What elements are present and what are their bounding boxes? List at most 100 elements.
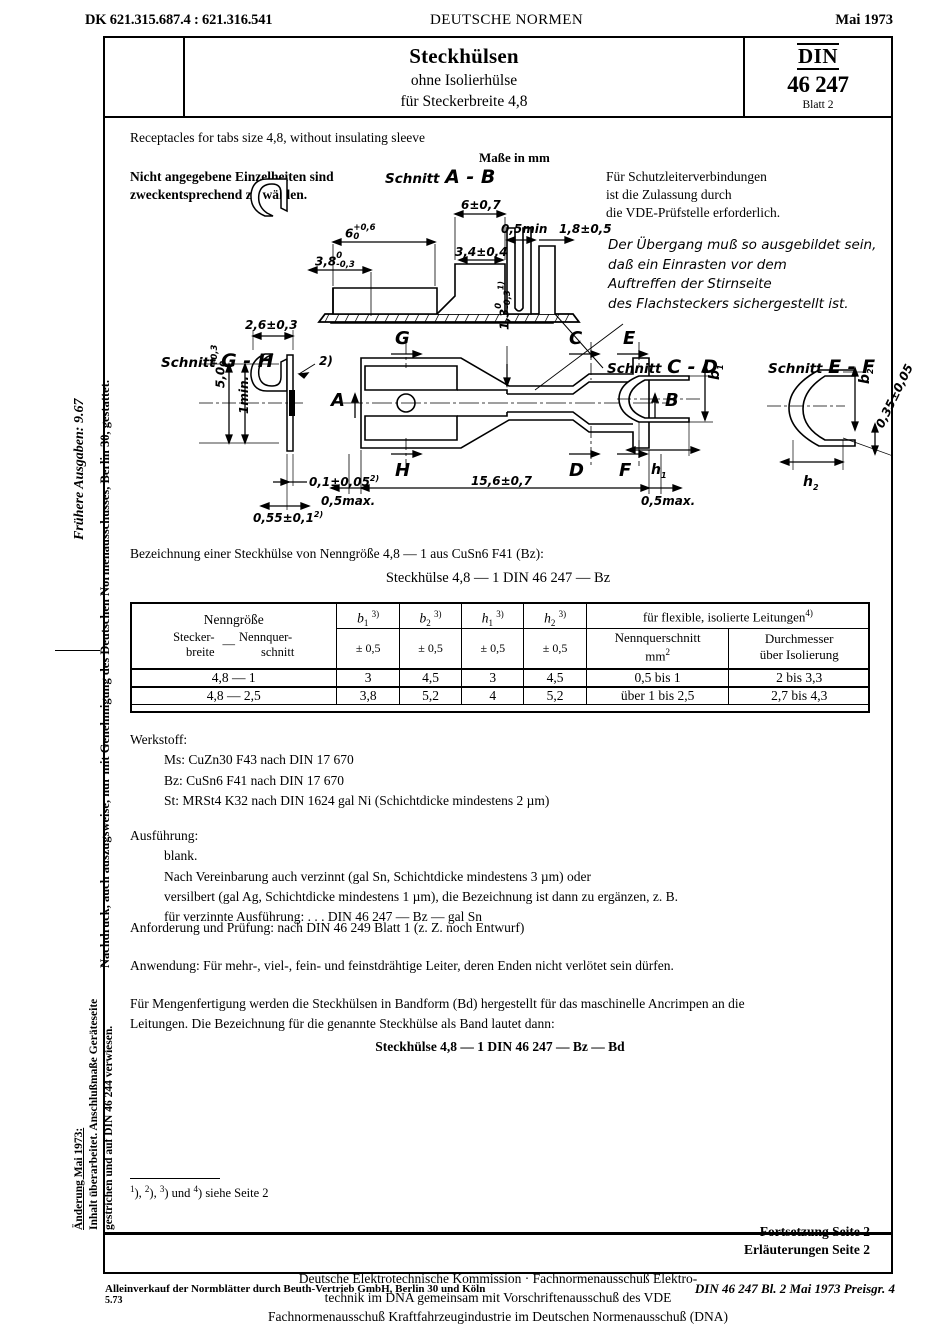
header-mm2-sup: 2 (665, 646, 670, 657)
designation-line-1: Bezeichnung einer Steckhülse von Nenngrö… (130, 546, 544, 561)
dim-1min: 1min. (237, 375, 251, 414)
header-nenngroesse-cell: Nenngröße Stecker- breite — Nennquer- (129, 602, 338, 670)
page-title: Steckhülsen (409, 43, 519, 68)
dim-38: 3,8 0 -0,3 (315, 252, 355, 269)
dim-26-03: 2,6±0,3 (245, 318, 298, 332)
dim-156-07: 15,6±0,7 (471, 474, 532, 488)
row1-h2: 5,2 (523, 687, 587, 706)
dim-18-05: 1,8±0,5 (559, 222, 612, 236)
dim-6-07: 6±0,7 (461, 198, 501, 212)
marker-E: E (623, 328, 636, 349)
dim-b1: b1 (707, 364, 725, 380)
row0-durchmesser: 2 bis 3,3 (728, 668, 870, 689)
header-h2-sub: 2 (550, 617, 556, 628)
issue-date: Mai 1973 (835, 12, 893, 28)
committee-line3: Fachnormenausschuß Kraftfahrzeugindustri… (268, 1308, 728, 1324)
header-durchmesser-text: Durchmesser (764, 630, 834, 646)
marker-D: D (569, 460, 584, 481)
schnitt-word-ab: Schnitt (385, 171, 440, 187)
marker-F: F (619, 460, 632, 481)
schnitt-ids-gh: G - H (221, 350, 274, 372)
header-durchmesser: Durchmesser über Isolierung (728, 628, 870, 670)
dim-01-005: 0,1±0,052) (309, 474, 379, 489)
dimension-table: Nenngröße Stecker- breite — Nennquer- (129, 601, 871, 706)
dim-13-base: 1,3 (497, 308, 512, 330)
header-nennquer-1: Nennquer- (239, 629, 293, 644)
footnote-line: 1), 2), 3) und 4) siehe Seite 2 (130, 1184, 269, 1201)
schnitt-ids-ab: A - B (445, 166, 496, 188)
row1-b1: 3,8 (336, 687, 400, 706)
dim-6-lower: 0 (353, 231, 360, 242)
transition-note-line1: Der Übergang muß so ausgebildet sein, (608, 237, 877, 253)
header-nenngroesse: Nenngröße (203, 611, 264, 627)
row0-b1: 3 (336, 668, 400, 689)
werkstoff-ms: Ms: CuZn30 F43 nach DIN 17 670 (164, 752, 354, 768)
dim-6-upper: +0,6 (353, 223, 376, 233)
committee-line1: Deutsche Elektrotechnische Kommission · … (298, 1271, 698, 1286)
designation-line-2: Steckhülse 4,8 — 1 DIN 46 247 — Bz (385, 570, 611, 586)
page-footer: Alleinverkauf der Normblätter durch Beut… (105, 1281, 895, 1306)
units-label: Maße in mm (479, 150, 550, 165)
header-b2-base: b (419, 610, 427, 626)
dim-6-base: 6 (345, 226, 354, 241)
row0-h1: 3 (461, 668, 525, 689)
ausfuehrung-heading: Ausführung: (130, 828, 199, 843)
dim-h1-sub: 1 (660, 470, 667, 480)
continuation-line2: Erläuterungen Seite 2 (744, 1242, 870, 1258)
dim-50-lower: 0 (218, 360, 229, 367)
ausfuehrung-blank: blank. (164, 848, 198, 864)
header-nennquer-2: schnitt (261, 644, 295, 659)
header-nennquerschnitt: Nennquerschnitt mm2 (585, 628, 730, 670)
row1-h1: 4 (461, 687, 525, 706)
marker-H: H (395, 460, 411, 481)
header-b1-sub: 1 (363, 617, 369, 628)
row0-b2: 4,5 (398, 668, 463, 689)
dim-h2-sub: 2 (812, 482, 819, 492)
dim-05max-left: 0,5max. (321, 494, 376, 508)
sidebar-amendment: Änderung Mai 1973: Inhalt überarbeitet. … (72, 999, 117, 1230)
dim-b2-sub: 2 (865, 368, 875, 374)
title-block-center-cell: Steckhülsen ohne Isolierhülse für Stecke… (185, 38, 745, 116)
transition-note-line2: daß ein Einrasten vor dem (608, 256, 787, 273)
ausfuehrung-line2: versilbert (gal Ag, Schichtdicke mindest… (164, 888, 679, 904)
dim-01-005-footnote: 2) (369, 474, 380, 483)
header-nenngroesse-sub: Stecker- breite — Nennquer- schnitt (131, 630, 336, 664)
bandform-line1: Für Mengenfertigung werden die Steckhüls… (130, 996, 745, 1011)
row0-nennquerschnitt: 0,5 bis 1 (585, 668, 730, 689)
dim-05min: 0,5min (501, 222, 547, 236)
tol-b1: ± 0,5 (336, 628, 400, 670)
note-right-line2: ist die Zulassung durch (606, 187, 732, 203)
werkstoff-heading: Werkstoff: (130, 732, 188, 747)
title-block-left-cell (105, 38, 185, 116)
transition-note-line3: Auftreffen der Stirnseite (608, 276, 772, 293)
content-frame (103, 36, 893, 1274)
section-label-gh: Schnitt G - H (161, 350, 274, 372)
dim-h2-base: h (803, 474, 813, 490)
header-b2: b2 3) (398, 601, 463, 630)
schnitt-word-gh: Schnitt (161, 355, 216, 371)
dim-055-01-footnote: 2) (313, 510, 324, 519)
werkstoff-bz: Bz: CuSn6 F41 nach DIN 17 670 (164, 772, 344, 788)
din-logo: DIN (796, 43, 839, 70)
werkstoff-block: Werkstoff: Ms: CuZn30 F43 nach DIN 17 67… (130, 730, 549, 811)
title-block: Steckhülsen ohne Isolierhülse für Stecke… (103, 36, 893, 118)
technical-drawing (199, 178, 893, 510)
dim-38-upper: 0 (336, 251, 343, 261)
bandform-line2: Leitungen. Die Bezeichnung für die genan… (130, 1016, 555, 1032)
dim-b1-sub: 1 (715, 364, 725, 370)
dim-b2-base: b (857, 373, 873, 384)
row1-nenngroesse: 4,8 — 2,5 (129, 687, 338, 706)
header-ueber-isolierung: über Isolierung (759, 647, 839, 663)
marker-C: C (569, 328, 583, 349)
row1-durchmesser: 2,7 bis 4,3 (728, 687, 870, 706)
committee-block: Deutsche Elektrotechnische Kommission · … (103, 1270, 893, 1327)
anforderung-block: Anforderung und Prüfung: nach DIN 46 249… (130, 918, 524, 938)
anwendung-text: Für mehr-, viel-, fein- und feinstdrähti… (203, 958, 674, 973)
header-nennquerschnitt-text: Nennquerschnitt (614, 630, 701, 646)
header-dash: — (222, 636, 236, 651)
ausfuehrung-block: Ausführung: blank. Nach Vereinbarung auc… (130, 826, 678, 927)
schnitt-word-ef: Schnitt (768, 361, 823, 377)
row0-nenngroesse: 4,8 — 1 (129, 668, 338, 689)
dim-50-base: 5,0 (213, 366, 228, 388)
